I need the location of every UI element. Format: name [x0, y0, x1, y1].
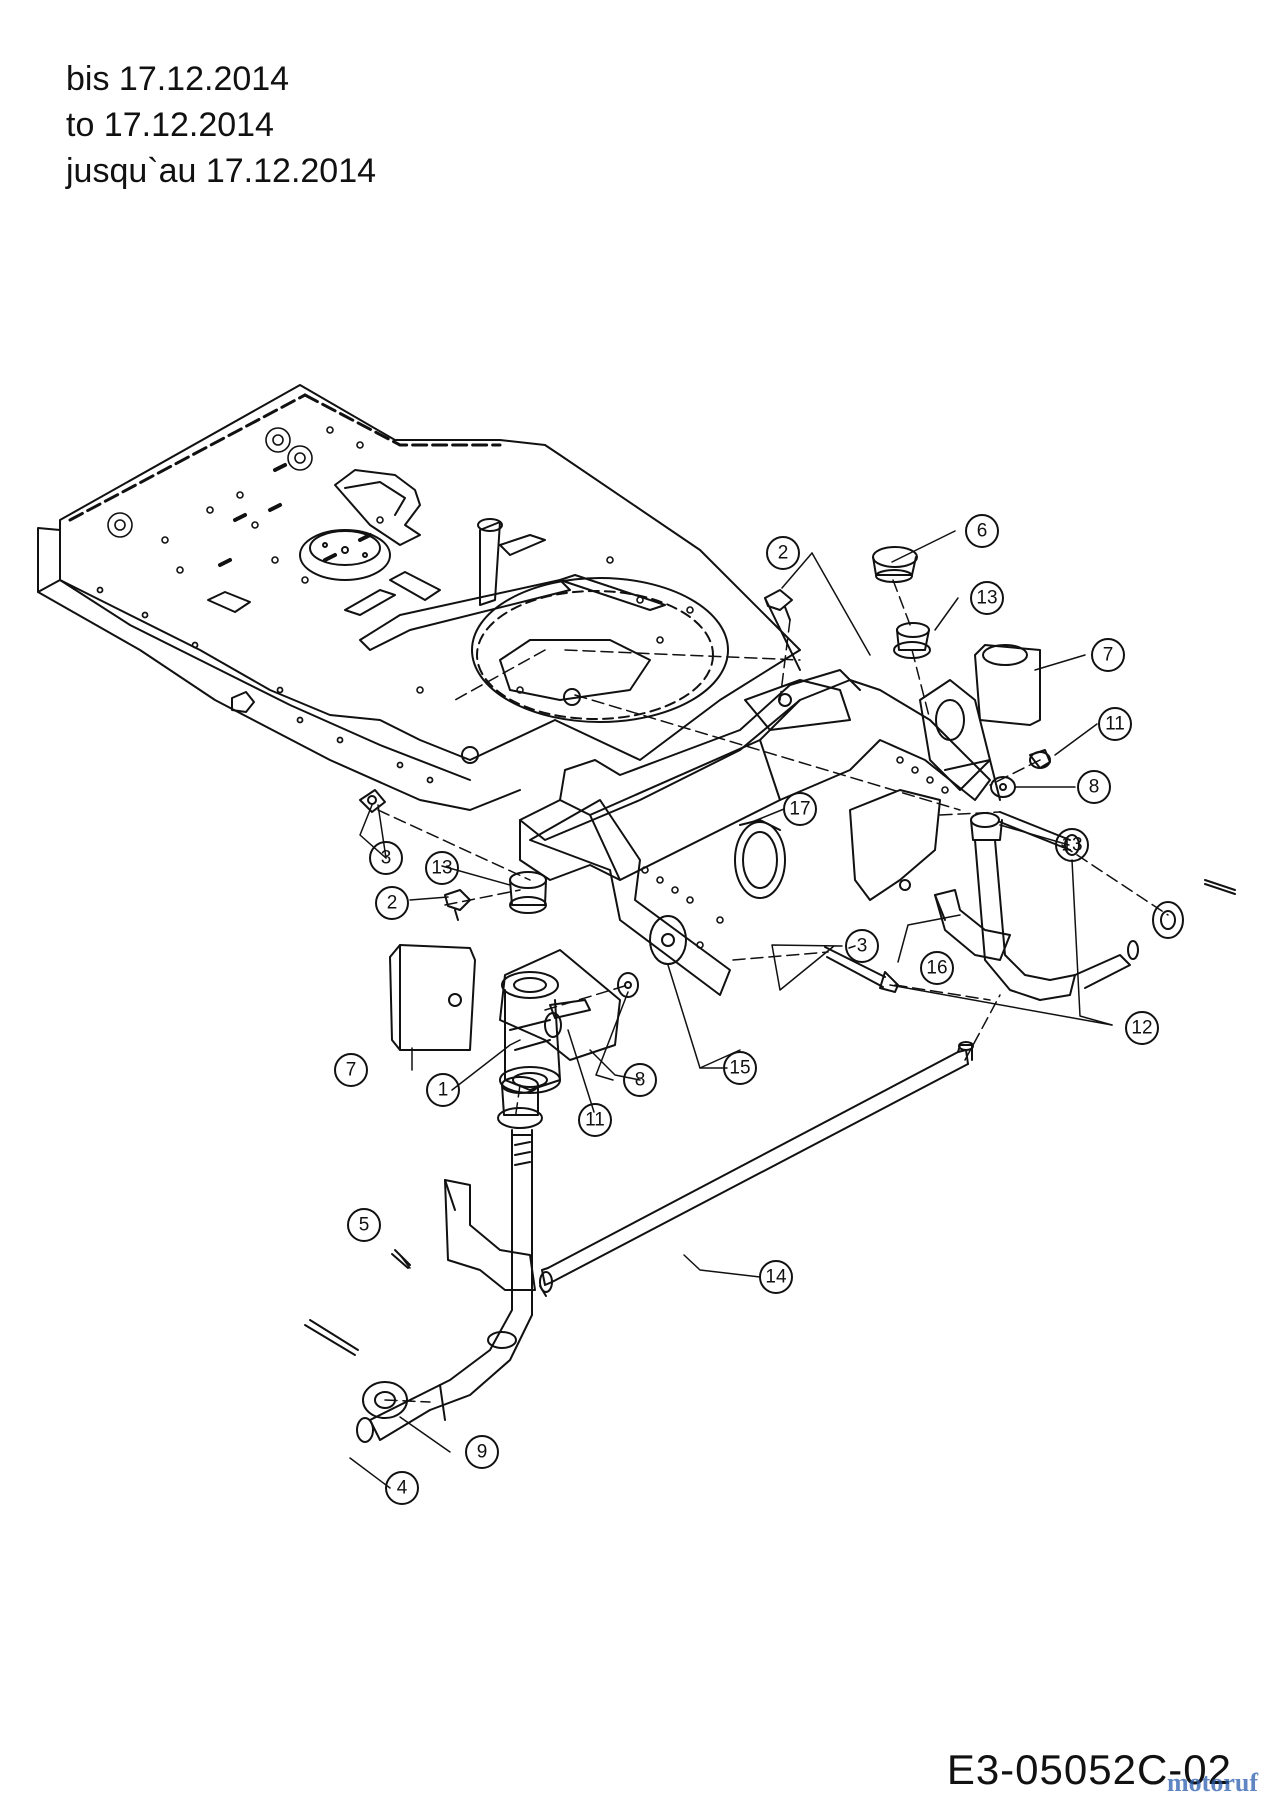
- chassis-frame: [37, 384, 801, 811]
- svg-text:15: 15: [729, 1058, 750, 1079]
- callout-4: 4: [385, 1471, 419, 1505]
- svg-text:13: 13: [431, 858, 452, 879]
- validity-line-fr: jusqu`au 17.12.2014: [66, 152, 377, 190]
- watermark-logo: motoruf: [1167, 1768, 1258, 1798]
- svg-text:6: 6: [977, 521, 988, 542]
- svg-text:14: 14: [765, 1267, 787, 1288]
- svg-text:11: 11: [585, 1110, 605, 1131]
- callout-13-mid: 13: [1055, 828, 1089, 862]
- callout-6: 6: [965, 514, 999, 548]
- callout-11-left: 11: [578, 1103, 612, 1137]
- callout-12: 12: [1125, 1011, 1159, 1045]
- callout-8-right: 8: [1077, 770, 1111, 804]
- callout-13-top: 13: [970, 581, 1004, 615]
- callout-7-right: 7: [1091, 638, 1125, 672]
- svg-text:5: 5: [359, 1215, 370, 1236]
- assembly-dash-lines: [377, 579, 1169, 1403]
- svg-text:4: 4: [397, 1478, 408, 1499]
- svg-text:13: 13: [976, 588, 997, 609]
- callout-15: 15: [723, 1051, 757, 1085]
- svg-text:8: 8: [635, 1070, 646, 1091]
- svg-text:7: 7: [346, 1060, 357, 1081]
- validity-line-de: bis 17.12.2014: [66, 60, 290, 98]
- callout-2-lower: 2: [375, 886, 409, 920]
- leader-lines: [349, 530, 1113, 1489]
- callout-5: 5: [347, 1208, 381, 1242]
- callout-13-left: 13: [425, 851, 459, 885]
- left-spindle-assembly: [304, 789, 639, 1443]
- callout-8-left: 8: [623, 1063, 657, 1097]
- callout-3-left: 3: [369, 841, 403, 875]
- callout-14: 14: [759, 1260, 793, 1294]
- right-spindle-assembly: [764, 546, 1236, 1001]
- svg-text:11: 11: [1105, 714, 1125, 735]
- tie-rod: [539, 1041, 974, 1297]
- callout-9: 9: [465, 1435, 499, 1469]
- svg-text:12: 12: [1131, 1018, 1152, 1039]
- svg-text:2: 2: [387, 893, 398, 914]
- callout-16: 16: [920, 951, 954, 985]
- svg-text:17: 17: [789, 799, 810, 820]
- callout-11-right: 11: [1098, 707, 1132, 741]
- watermark-text: motoruf: [1167, 1768, 1258, 1797]
- svg-text:2: 2: [778, 543, 789, 564]
- svg-text:7: 7: [1103, 645, 1114, 666]
- callout-3-right: 3: [845, 929, 879, 963]
- callout-1: 1: [426, 1073, 460, 1107]
- diagram-header: bis 17.12.2014 to 17.12.2014 jusqu`au 17…: [66, 56, 376, 194]
- svg-text:3: 3: [857, 936, 868, 957]
- svg-text:3: 3: [381, 848, 392, 869]
- svg-text:8: 8: [1089, 777, 1100, 798]
- svg-text:13: 13: [1061, 835, 1082, 856]
- drawing-code: E3-05052C-02: [946, 1746, 1232, 1793]
- callout-2-upper: 2: [766, 536, 800, 570]
- svg-text:16: 16: [926, 958, 947, 979]
- callout-7-left: 7: [334, 1053, 368, 1087]
- front-axle: [519, 669, 1001, 996]
- validity-line-en: to 17.12.2014: [66, 106, 274, 144]
- svg-text:9: 9: [477, 1442, 488, 1463]
- part-callouts: 2 6 13 7 11 8 13 17 3 13 2 3 16 12 7 1 8…: [334, 514, 1159, 1505]
- callout-17: 17: [783, 792, 817, 826]
- svg-text:1: 1: [438, 1080, 449, 1101]
